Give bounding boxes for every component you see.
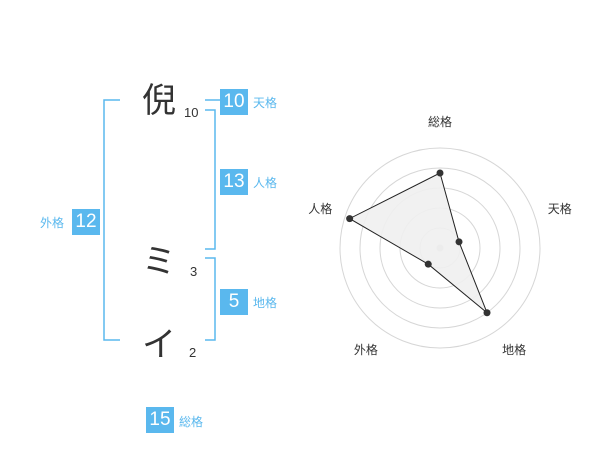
radar-ring: [359, 167, 521, 329]
chikaku-label: 地格: [253, 296, 278, 310]
radar-point-3: [483, 309, 491, 317]
gaikaku-value-badge: 12: [72, 209, 100, 235]
radar-point-1: [436, 169, 444, 177]
radar-point-2: [455, 238, 463, 246]
name-char-2: ミ: [142, 242, 176, 282]
radar-ring: [339, 147, 541, 349]
stroke-count-3: 2: [189, 345, 197, 360]
radar-axis-label-1: 総格: [428, 114, 452, 129]
jinkaku-value-badge: 13: [220, 169, 248, 195]
tenkaku-label: 天格: [253, 96, 278, 110]
radar-area: [348, 172, 488, 314]
jinkaku-label: 人格: [253, 176, 278, 190]
jinkaku-bracket: [205, 109, 216, 250]
radar-point-5: [346, 215, 354, 223]
soukaku-value-badge: 15: [146, 407, 174, 433]
soukaku-label: 総格: [179, 415, 204, 429]
gaikaku-label: 外格: [40, 216, 65, 230]
radar-point-4: [424, 260, 432, 268]
stroke-count-1: 10: [184, 105, 199, 120]
stroke-count-2: 3: [190, 264, 198, 279]
tenkaku-value-badge: 10: [220, 89, 248, 115]
radar-axis-label-4: 外格: [354, 342, 378, 357]
gaikaku-bracket: [103, 99, 120, 341]
radar-axis-label-2: 天格: [548, 201, 572, 216]
radar-points: [346, 169, 491, 317]
radar-axis-label-3: 地格: [502, 342, 526, 357]
chikaku-value-badge: 5: [220, 289, 248, 315]
chikaku-bracket: [205, 257, 216, 341]
name-char-3: イ: [142, 325, 176, 365]
radar-axis-label-5: 人格: [308, 201, 332, 216]
name-char-1: 倪: [142, 81, 176, 121]
